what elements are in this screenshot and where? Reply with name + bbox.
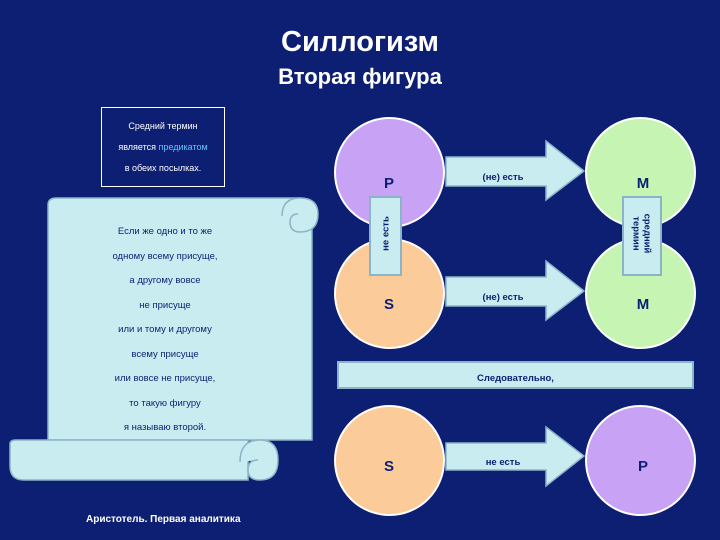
arrow-label-premise-2: (не) есть <box>482 292 524 303</box>
label-p-conclusion: P <box>637 458 648 475</box>
left-connector-label: не есть <box>380 216 392 251</box>
scroll-line: то такую фигуру <box>129 397 201 409</box>
scroll-line: или вовсе не присуще, <box>114 373 216 384</box>
arrow-label-premise-1: (не) есть <box>482 172 524 183</box>
scroll-line: не присуще <box>139 299 191 311</box>
definition-highlight: предикатом <box>158 141 208 152</box>
circle-s-conclusion <box>334 405 445 516</box>
source-citation: Аристотель. Первая аналитика <box>86 514 241 525</box>
circle-p-conclusion <box>585 405 696 516</box>
right-connector-label-1: средний <box>641 213 653 254</box>
definition-box: Средний термин является предикатом в обе… <box>101 107 225 187</box>
label-p: P <box>383 175 394 192</box>
definition-line-2-prefix: является <box>118 141 159 152</box>
arrow-premise-2 <box>445 259 586 322</box>
scroll-line: а другому вовсе <box>129 275 201 286</box>
conclusion-bar: Следовательно, <box>337 361 694 389</box>
scroll-line: я называю второй. <box>123 422 207 433</box>
scroll-line: одному всему присуще, <box>112 250 218 262</box>
definition-line-3: в обеих посылках. <box>124 162 202 173</box>
label-m-top: M <box>636 175 650 192</box>
right-connector-label-2: термин <box>630 216 642 251</box>
definition-line-1: Средний термин <box>128 121 198 132</box>
scroll-bottom-curl <box>239 439 279 481</box>
page-subtitle: Вторая фигура <box>278 64 442 89</box>
left-connector-box <box>369 196 402 276</box>
scroll-text: Если же одно и то же одному всему присущ… <box>60 220 270 441</box>
scroll-line: Если же одно и то же <box>117 226 213 237</box>
scroll-bottom-roll <box>9 439 249 481</box>
label-m-bottom: M <box>636 296 650 313</box>
page-title: Силлогизм <box>281 26 439 58</box>
scroll-line: всему присуще <box>131 348 199 360</box>
definition-line-2: является предикатом <box>104 142 222 152</box>
right-connector-box <box>622 196 662 276</box>
label-s-premise: S <box>383 296 394 313</box>
scroll-line: или и тому и другому <box>118 324 212 335</box>
arrow-premise-1 <box>445 139 586 202</box>
arrow-label-conclusion: не есть <box>485 457 521 468</box>
scroll-top-curl <box>281 197 319 233</box>
label-s-conclusion: S <box>383 458 394 475</box>
arrow-conclusion <box>445 425 586 488</box>
